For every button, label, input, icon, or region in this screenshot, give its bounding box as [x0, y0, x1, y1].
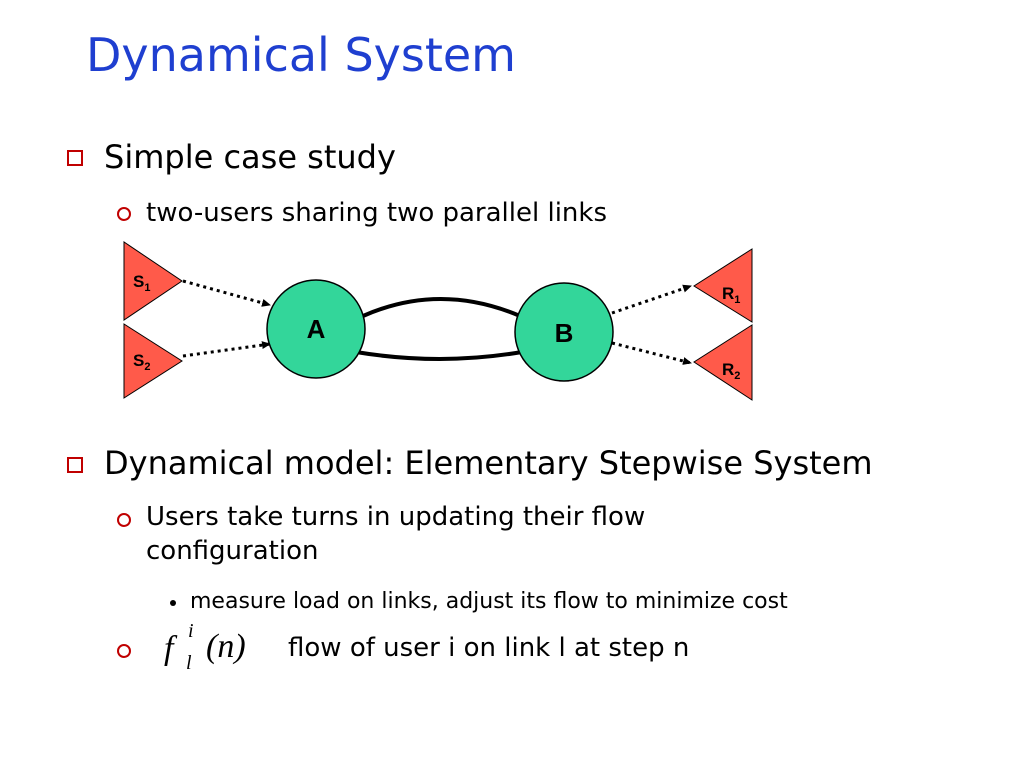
node-a-label: A	[307, 314, 326, 344]
arrow-b-to-r1	[611, 284, 692, 315]
dot-bullet-icon	[170, 600, 176, 606]
formula-argument: (n)	[206, 628, 246, 665]
link-lower	[355, 350, 523, 361]
node-b-label: B	[555, 318, 574, 348]
bullet-dynamical-model: Dynamical model: Elementary Stepwise Sys…	[104, 444, 873, 482]
square-bullet-icon	[67, 457, 83, 473]
bullet-simple-case-study: Simple case study	[104, 138, 396, 176]
formula-f: f	[164, 630, 174, 667]
circle-bullet-icon	[117, 513, 131, 527]
circle-bullet-icon	[117, 644, 131, 658]
arrow-b-to-r2	[611, 341, 692, 365]
arrow-s2-to-a	[182, 341, 271, 358]
bullet-two-users: two-users sharing two parallel links	[146, 198, 608, 228]
circle-bullet-icon	[117, 207, 131, 221]
node-a-circle	[266, 279, 366, 379]
receiver-r1-label: R1	[722, 284, 740, 306]
arrow-s1-to-a	[182, 279, 271, 307]
source-s2-label: S2	[133, 351, 150, 373]
bullet-measure-load: measure load on links, adjust its flow t…	[190, 589, 788, 614]
bullet-flow-definition: flow of user i on link l at step n	[288, 633, 690, 663]
flow-formula: f i l (n)	[158, 618, 268, 678]
bullet-users-take-turns: Users take turns in updating their flow …	[146, 500, 645, 568]
link-upper	[362, 297, 521, 318]
source-s1-label: S1	[133, 272, 150, 294]
receiver-r2-label: R2	[722, 360, 740, 382]
bullet-users-take-turns-line1: Users take turns in updating their flow	[146, 502, 646, 532]
node-b-circle	[514, 282, 614, 382]
slide-title: Dynamical System	[86, 28, 516, 82]
source-s2-triangle	[123, 323, 183, 399]
formula-superscript: i	[188, 620, 194, 642]
bullet-users-take-turns-line2: configuration	[146, 536, 319, 566]
square-bullet-icon	[67, 150, 83, 166]
receiver-r1-triangle	[693, 248, 753, 323]
receiver-r2-triangle	[693, 324, 753, 401]
formula-subscript: l	[186, 652, 192, 674]
source-s1-triangle	[123, 241, 183, 321]
